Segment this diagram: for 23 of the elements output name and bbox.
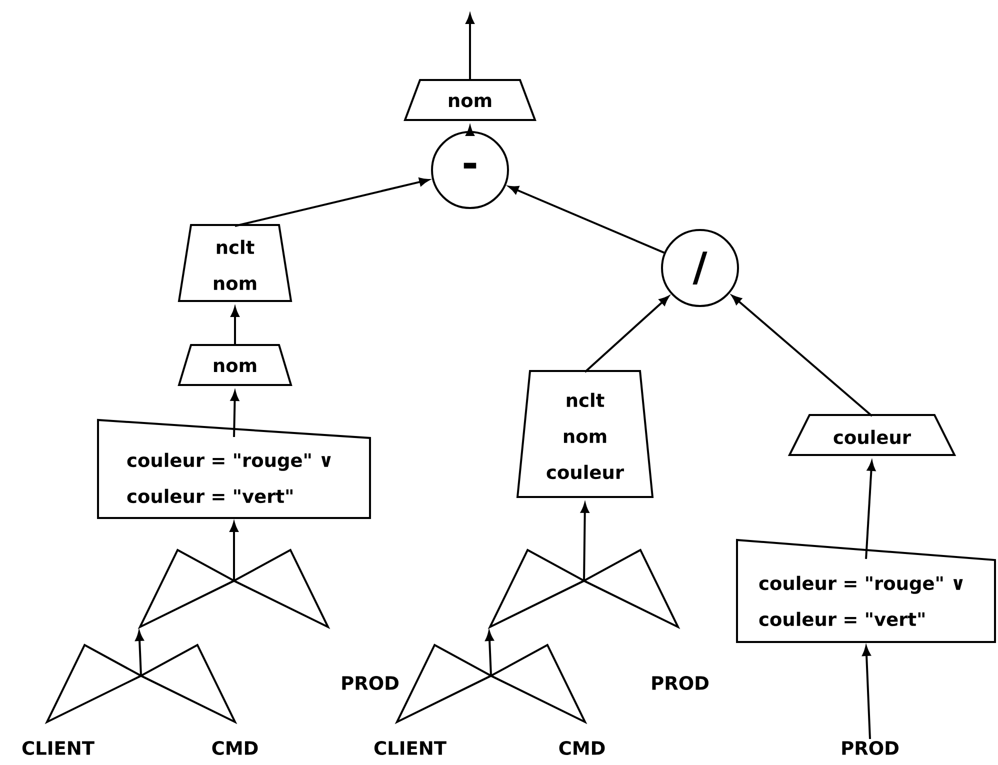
relation-name: PROD [842,741,898,755]
arrow [466,14,474,81]
relation-name: CMD [559,741,605,755]
relation-name: PROD [342,676,398,690]
arrow [732,295,873,417]
selection-box: couleur = "rouge" ∨ couleur = "vert" [736,538,996,643]
arrow [466,126,474,136]
arrow [862,646,871,740]
arrow [135,631,144,676]
relation-name: CMD [212,741,258,755]
arrow [230,522,238,581]
selection-box: couleur = "rouge" ∨ couleur = "vert" [97,418,371,519]
arrow [230,391,239,438]
arrow [230,307,240,346]
relation-name: CLIENT [22,741,94,755]
arrow [584,296,670,373]
arrow [485,631,494,676]
relation-name: PROD [652,676,708,690]
arrow [865,461,876,560]
arrow [234,178,430,227]
relation-name: CLIENT [374,741,446,755]
arrow [580,503,590,581]
arrow [508,186,665,254]
